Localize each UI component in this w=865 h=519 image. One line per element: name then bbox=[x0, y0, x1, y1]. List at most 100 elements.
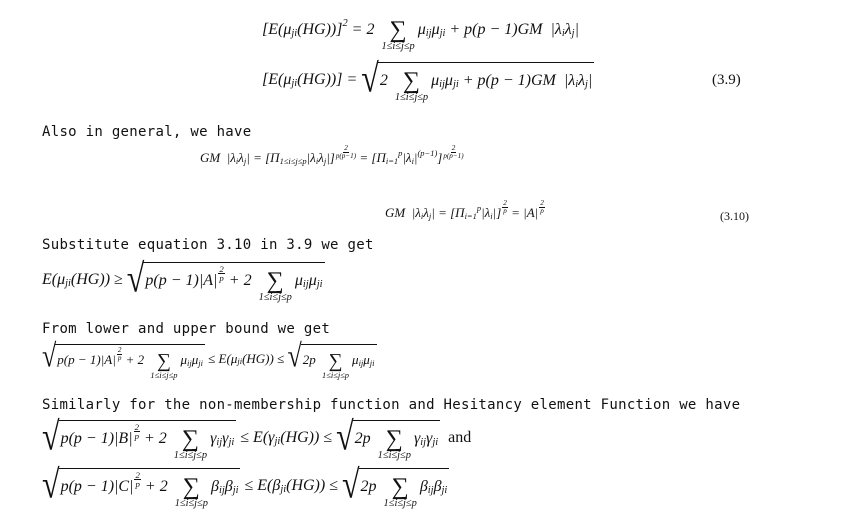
math-subscript: ji bbox=[369, 357, 375, 368]
math-text: + 2 bbox=[140, 478, 172, 495]
math-text: p(p − 1)|A| bbox=[57, 352, 116, 367]
radical-sign-icon: √ bbox=[341, 461, 360, 507]
fraction-denominator: p bbox=[219, 273, 224, 284]
math-text: β bbox=[210, 478, 219, 495]
summation-limits: 1≤i≤j≤p bbox=[383, 497, 417, 509]
summation: ∑1≤i≤j≤p bbox=[175, 475, 208, 509]
math-text: μ bbox=[352, 352, 359, 367]
summation: ∑1≤i≤j≤p bbox=[383, 475, 417, 509]
summation: ∑1≤i≤j≤p bbox=[174, 427, 207, 461]
math-text: μ bbox=[444, 72, 453, 89]
fraction-denominator: p bbox=[135, 479, 140, 490]
math-text: | = [Π bbox=[431, 205, 465, 220]
math-text: γ bbox=[413, 430, 421, 447]
summation-sign-icon: ∑ bbox=[266, 268, 284, 294]
math-subscript: ji bbox=[237, 356, 243, 367]
math-subscript: i=1 bbox=[464, 210, 477, 221]
fraction-denominator: p(p−1) bbox=[335, 151, 357, 160]
summation: ∑1≤i≤j≤p bbox=[259, 268, 292, 303]
math-subscript: ji bbox=[280, 483, 287, 495]
math-text: γ bbox=[426, 430, 433, 447]
math-subscript: ji bbox=[232, 485, 239, 497]
math-text: μ bbox=[431, 72, 440, 89]
math-subscript: i bbox=[575, 79, 579, 91]
math-subscript: i bbox=[235, 155, 239, 166]
math-text: GM |λ bbox=[200, 150, 236, 165]
math-text: ] bbox=[437, 150, 443, 165]
math-text: = [Π bbox=[356, 150, 386, 165]
math-subscript: j bbox=[585, 79, 588, 91]
math-subscript: ji bbox=[65, 277, 71, 289]
math-text: p(p − 1)|B| bbox=[60, 430, 133, 447]
math-text: λ bbox=[578, 72, 586, 89]
math-text: |] bbox=[326, 150, 335, 165]
fraction-numerator: 2 bbox=[116, 345, 123, 355]
math-text: μ bbox=[180, 352, 187, 367]
summation-sign-icon: ∑ bbox=[156, 351, 171, 372]
math-text: μ bbox=[417, 21, 426, 38]
math-subscript: ji bbox=[198, 357, 203, 368]
math-text: (HG)) ≤ bbox=[280, 428, 337, 446]
math-subscript: ij bbox=[425, 28, 432, 40]
fraction-numerator: 2 bbox=[539, 198, 545, 208]
math-text: + 2 bbox=[140, 430, 171, 447]
math-text: μ bbox=[363, 352, 370, 367]
math-subscript: ij bbox=[439, 79, 445, 91]
math-text: | bbox=[413, 150, 418, 165]
math-text: p(p − 1)|C| bbox=[60, 478, 134, 495]
fraction-denominator: p bbox=[503, 206, 507, 215]
math-subscript: j bbox=[428, 210, 432, 221]
summation-limits: 1≤i≤j≤p bbox=[377, 449, 411, 461]
radical-sign-icon: √ bbox=[126, 255, 145, 301]
summation-limits: 1≤i≤j≤p bbox=[322, 369, 350, 380]
math-subscript: ij bbox=[358, 357, 364, 368]
equation-label-3-10: (3.10) bbox=[720, 209, 749, 223]
math-text: |λ bbox=[481, 205, 491, 220]
math-subscript: j bbox=[323, 155, 327, 166]
math-subscript: j bbox=[243, 155, 247, 166]
radical-sign-icon: √ bbox=[361, 55, 379, 101]
math-text: GM |λ bbox=[385, 205, 421, 220]
summation: ∑1≤i≤j≤p bbox=[395, 69, 428, 103]
math-text: [E(μ bbox=[262, 21, 292, 38]
math-text: λ bbox=[318, 150, 324, 165]
math-text: β bbox=[224, 478, 233, 495]
math-text: μ bbox=[308, 272, 317, 289]
math-text: [E(μ bbox=[262, 70, 292, 88]
math-text: λ bbox=[423, 205, 429, 220]
math-subscript: ij bbox=[186, 357, 192, 368]
math-subscript: 1≤i≤j≤p bbox=[279, 155, 307, 166]
fraction-numerator: 2 bbox=[218, 263, 225, 275]
math-text: 2p bbox=[360, 478, 381, 495]
math-text: (HG)) ≤ bbox=[286, 476, 342, 494]
math-text: 2p bbox=[302, 352, 319, 367]
math-subscript: ij bbox=[420, 437, 427, 449]
math-text: (HG)) ≤ bbox=[242, 350, 288, 366]
math-text: (HG))] bbox=[297, 21, 343, 38]
math-subscript: ij bbox=[216, 437, 223, 449]
math-text: = 2 bbox=[347, 21, 379, 38]
math-subscript: i bbox=[315, 155, 319, 166]
radical-sign-icon: √ bbox=[42, 461, 60, 507]
summation-sign-icon: ∑ bbox=[389, 17, 407, 43]
fraction-denominator: p bbox=[134, 431, 139, 442]
fraction-denominator: p bbox=[117, 353, 122, 362]
math-superscript: 2 bbox=[342, 18, 348, 30]
